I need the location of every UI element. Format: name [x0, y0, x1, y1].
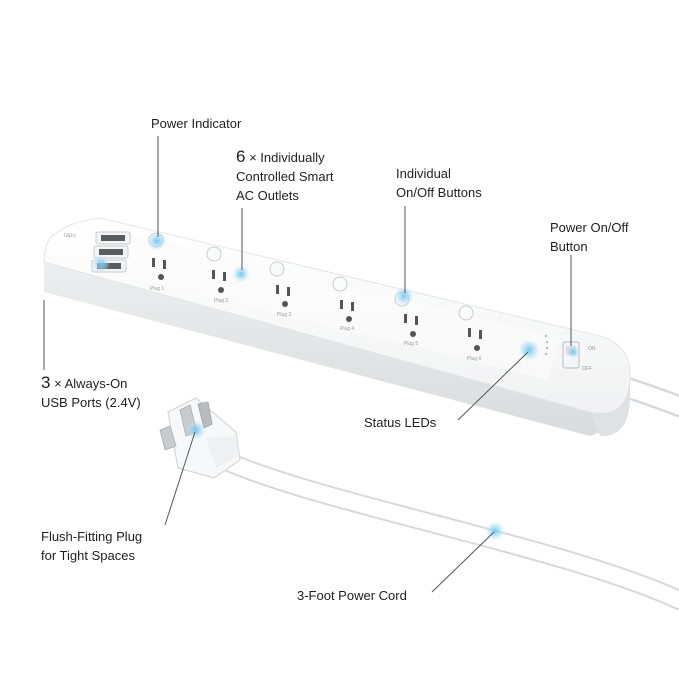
- callout-onoff-buttons: Individual On/Off Buttons: [396, 164, 482, 202]
- outlet-label: Plug 5: [404, 341, 418, 347]
- switch-on-label: ON: [588, 346, 596, 352]
- callout-usb-ports: 3 × Always-On USB Ports (2.4V): [41, 373, 141, 412]
- brand-logo: tapo: [64, 233, 76, 239]
- outlet-4: [332, 276, 354, 322]
- outlet-label: Plug 1: [150, 286, 164, 292]
- callout-text: AC Outlets: [236, 188, 299, 203]
- outlet-label: Plug 2: [214, 298, 228, 304]
- callout-power-indicator: Power Indicator: [151, 114, 241, 133]
- callout-lines: [43, 136, 572, 593]
- callout-text: Flush-Fitting Plug: [41, 529, 143, 544]
- flush-plug: [159, 397, 241, 479]
- power-strip-body: [43, 217, 631, 437]
- power-cord: [204, 377, 679, 610]
- callout-smart-outlets: 6 × Individually Controlled Smart AC Out…: [236, 147, 334, 205]
- callout-power-button: Power On/Off Button: [550, 218, 629, 256]
- callout-text: Individual: [396, 166, 451, 181]
- callout-text: USB Ports (2.4V): [41, 395, 141, 410]
- callout-power-cord: 3-Foot Power Cord: [297, 586, 407, 605]
- outlet-3: [269, 261, 290, 307]
- usb-count: 3: [41, 373, 51, 392]
- status-leds: [544, 334, 549, 356]
- outlet-6: [458, 305, 482, 351]
- outlet-2: [206, 246, 226, 293]
- callout-text: for Tight Spaces: [41, 548, 135, 563]
- outlet-label: Plug 3: [277, 312, 291, 318]
- callout-text: 3-Foot Power Cord: [297, 588, 407, 603]
- callout-flush-plug: Flush-Fitting Plug for Tight Spaces: [41, 527, 142, 565]
- outlet-label: Plug 4: [340, 326, 354, 332]
- callout-text: × Always-On: [50, 376, 128, 391]
- callout-text: Power Indicator: [151, 116, 242, 131]
- switch-off-label: OFF: [582, 366, 592, 372]
- callout-text: Power On/Off: [550, 220, 629, 235]
- callout-status-leds: Status LEDs: [364, 413, 436, 432]
- callout-text: Button: [550, 239, 588, 254]
- callout-text: Status LEDs: [364, 415, 437, 430]
- outlet-label: Plug 6: [467, 356, 481, 362]
- callout-text: × Individually: [245, 150, 325, 165]
- callout-text: On/Off Buttons: [396, 185, 482, 200]
- callout-text: Controlled Smart: [236, 169, 334, 184]
- outlet-count: 6: [236, 147, 246, 166]
- highlight-glows: [92, 231, 580, 541]
